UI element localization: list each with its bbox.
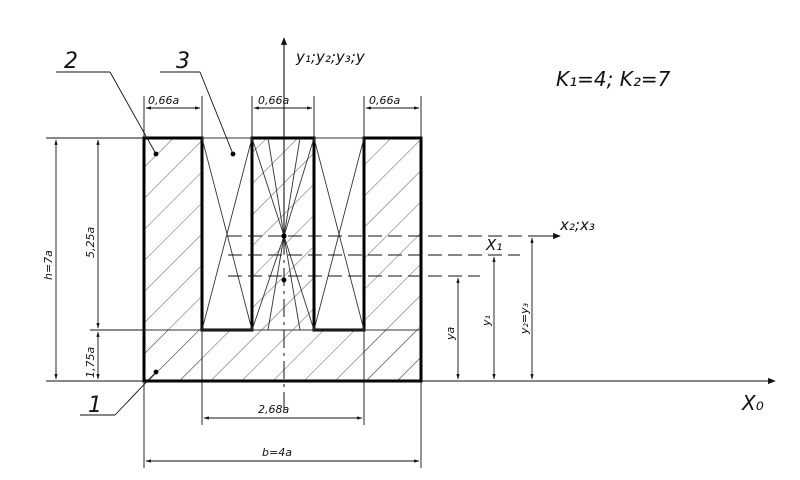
bottom-dimensions: [143, 330, 422, 468]
right-dimensions: [456, 237, 534, 380]
part-label-3: 3: [176, 49, 190, 74]
x1-axis-label: X₁: [485, 236, 502, 254]
left-dimensions: [46, 137, 144, 382]
part-label-2: 2: [64, 49, 78, 74]
part-label-1: 1: [88, 393, 102, 418]
x2-x3-axis-label: x₂;x₃: [559, 216, 595, 234]
dim-top-left: 0,66a: [148, 94, 179, 107]
y-axis-label: y₁;y₂;y₃;y: [295, 48, 366, 66]
construction-lines: [144, 137, 421, 331]
top-dimensions: [143, 96, 422, 138]
dim-height-lower: 1,75a: [84, 347, 97, 378]
dim-y2-y3: y₂=y₃: [518, 302, 531, 335]
x0-axis-label: X₀: [741, 391, 764, 415]
hatched-section: [144, 138, 421, 381]
dim-top-middle: 0,66a: [258, 94, 289, 107]
dim-height-upper: 5,25a: [84, 227, 97, 258]
dim-base-width: b=4a: [262, 446, 292, 459]
dim-top-right: 0,66a: [369, 94, 400, 107]
k-coefficients: K₁=4; K₂=7: [556, 67, 671, 91]
dim-y1: y₁: [480, 315, 493, 327]
dim-height-total: h=7a: [42, 250, 55, 280]
dim-ya: yа: [444, 326, 457, 341]
leader-lines: [56, 71, 234, 416]
dim-inner-width: 2,68a: [258, 403, 289, 416]
